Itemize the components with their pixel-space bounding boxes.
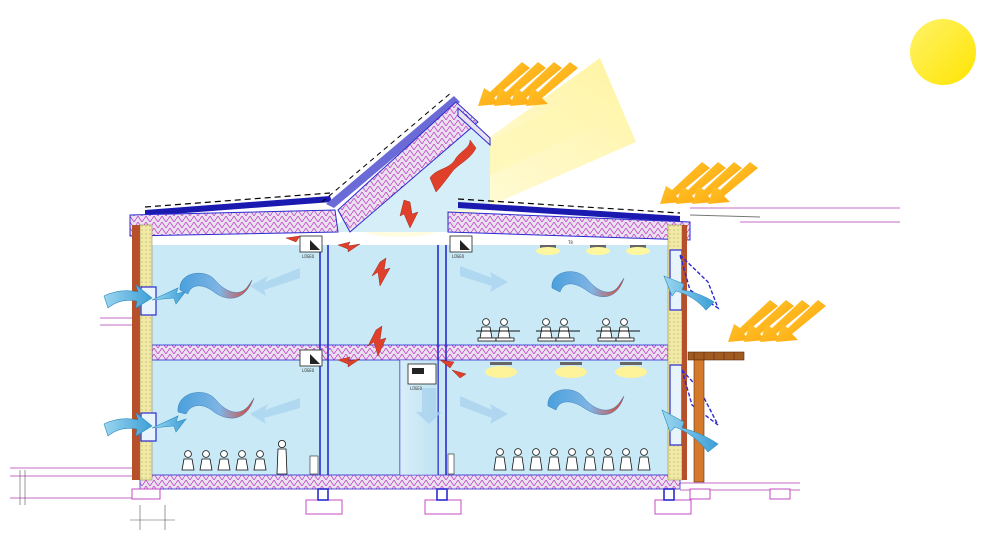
- device-label: LÜGEO: [452, 254, 465, 259]
- solar-panels-slope: [321, 91, 460, 208]
- people-lower-right-room: [493, 448, 651, 471]
- sun-rays-top: [478, 62, 578, 106]
- dimension-lines: [19, 470, 175, 530]
- ventilation-unit-lower-right: LÜGEO: [407, 363, 437, 391]
- ventilation-unit-upper-left: LÜGEO: [299, 235, 323, 259]
- people-upper-room: [476, 318, 640, 342]
- roof-structure: [129, 101, 761, 241]
- foundation-piers: [317, 488, 675, 501]
- warm-air-arrows: [285, 139, 477, 379]
- left-wall: [132, 224, 157, 481]
- floor-slab: [151, 344, 669, 361]
- air-swirls: [177, 271, 625, 419]
- sun-rays-right-roof: [660, 162, 758, 204]
- fresh-air-arrows: [103, 275, 719, 453]
- device-label: LÜGEO: [302, 254, 315, 259]
- sun-rays-facade: [728, 300, 826, 342]
- device-label: LÜGEO: [410, 386, 423, 391]
- air-diffusion-arrows: [250, 266, 508, 424]
- device-label: LÜGEO: [302, 368, 315, 373]
- ceiling-lights: [485, 245, 650, 378]
- light-label: T8: [568, 240, 573, 245]
- ventilation-unit-lower-left: LÜGEO: [299, 349, 323, 373]
- sunshade-frame: [687, 351, 745, 483]
- cabinet: [309, 455, 319, 475]
- ventilation-unit-upper-right: LÜGEO: [449, 235, 473, 259]
- solar-panels-right: [457, 198, 681, 222]
- cabinet: [447, 453, 455, 475]
- foundations: [131, 488, 791, 515]
- ground-slab: [139, 474, 681, 490]
- solar-panels-left: [144, 192, 332, 216]
- sun-icon: [910, 19, 976, 85]
- people-lower-left-room: [181, 440, 288, 475]
